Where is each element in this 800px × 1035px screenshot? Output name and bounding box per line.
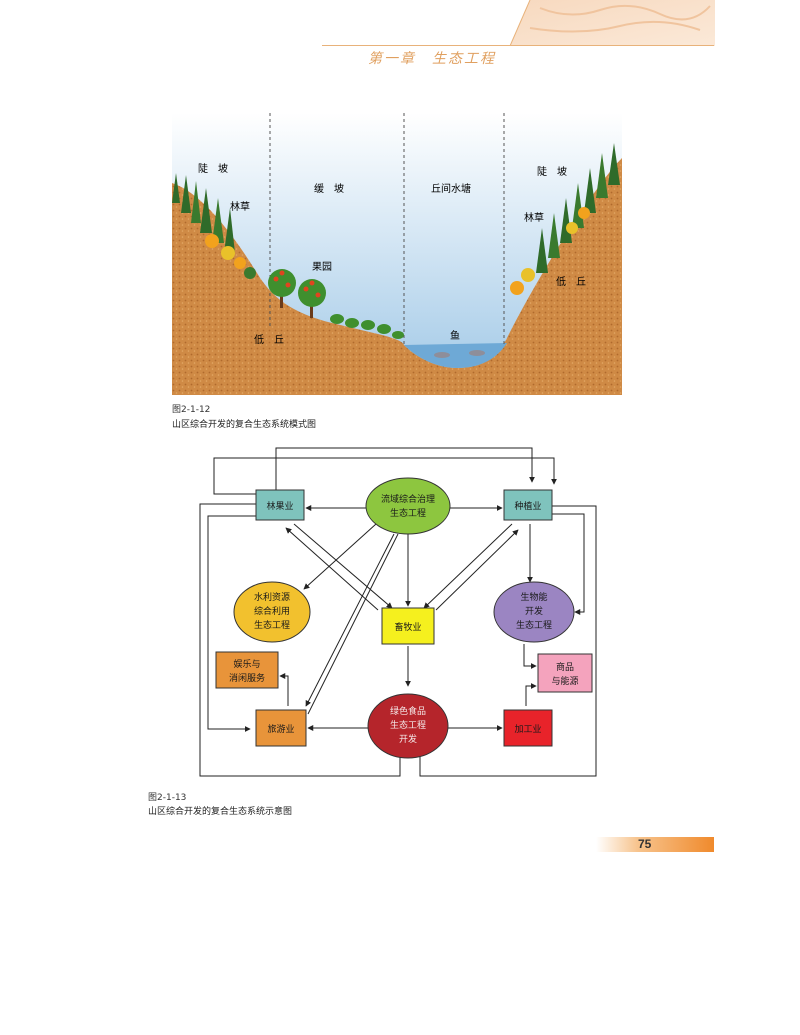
orchard-icon	[268, 269, 326, 318]
node-tourism-box	[255, 709, 307, 747]
node-watershed-shape	[365, 477, 451, 535]
node-goods-energy: 商品 与能源	[537, 653, 593, 693]
node-planting-box	[503, 489, 553, 521]
node-bioenergy-line3: 生态工程	[516, 619, 552, 631]
node-bioenergy-shape	[493, 581, 575, 643]
node-water-line2: 综合利用	[254, 605, 290, 617]
node-livestock: 畜牧业	[381, 607, 435, 645]
figure-1-number: 图2-1-12	[172, 405, 211, 415]
label-forest-grass-right: 林草	[524, 211, 544, 224]
label-steep-slope-left: 陡 坡	[198, 162, 228, 175]
node-bioenergy-line1: 生物能	[520, 591, 547, 603]
node-water-resources: 水利资源 综合利用 生态工程	[233, 581, 311, 643]
node-water-line3: 生态工程	[254, 619, 290, 631]
label-fish: 鱼	[450, 329, 460, 342]
node-forestry: 林果业	[255, 489, 305, 521]
node-livestock-box	[381, 607, 435, 645]
node-green-food: 绿色食品 生态工程 开发	[367, 693, 449, 759]
label-forest-grass-left: 林草	[230, 200, 250, 213]
node-planting: 种植业	[503, 489, 553, 521]
figure-2-number: 图2-1-13	[148, 793, 187, 803]
node-water-shape	[233, 581, 311, 643]
node-green-food-line2: 生态工程	[390, 719, 426, 731]
node-entertainment-line2: 消闲服务	[229, 672, 265, 684]
node-watershed-line2: 生态工程	[390, 507, 426, 519]
ecosystem-diagram: 林果业 流域综合治理 生态工程 种植业 水利资源 综合利用 生态工程 畜牧业 生…	[199, 447, 597, 777]
node-processing-box	[503, 709, 553, 747]
node-goods-box	[537, 653, 593, 693]
node-bioenergy: 生物能 开发 生态工程	[493, 581, 575, 643]
node-tourism-label: 旅游业	[267, 723, 294, 735]
node-forestry-box	[255, 489, 305, 521]
node-processing: 加工业	[503, 709, 553, 747]
node-goods-line2: 与能源	[551, 675, 578, 687]
node-processing-label: 加工业	[514, 724, 541, 735]
node-watershed-line1: 流域综合治理	[381, 493, 435, 505]
label-steep-slope-right: 陡 坡	[537, 165, 567, 178]
node-entertainment-box	[215, 651, 279, 689]
right-forest-icon	[510, 143, 620, 295]
left-forest-icon	[172, 173, 256, 279]
node-tourism: 旅游业	[255, 709, 307, 747]
node-watershed: 流域综合治理 生态工程	[365, 477, 451, 535]
page-number-tab	[596, 837, 714, 852]
chapter-title: 第一章 生态工程	[368, 51, 496, 67]
node-water-line1: 水利资源	[254, 591, 290, 603]
figure-1-caption: 山区综合开发的复合生态系统模式图	[172, 420, 317, 430]
label-orchard: 果园	[312, 261, 332, 273]
node-planting-label: 种植业	[514, 500, 541, 512]
label-low-hill-left: 低 丘	[254, 333, 284, 346]
landscape-illustration: 陡 坡 林草 缓 坡 果园 丘间水塘 鱼 陡 坡 林草 低 丘 低 丘	[172, 113, 622, 395]
node-livestock-label: 畜牧业	[394, 621, 421, 633]
label-gentle-slope: 缓 坡	[314, 182, 344, 195]
label-low-hill-right: 低 丘	[556, 275, 586, 288]
header-decoration	[509, 0, 715, 46]
node-bioenergy-line2: 开发	[525, 605, 543, 617]
page-number: 75	[638, 837, 652, 851]
node-forestry-label: 林果业	[266, 500, 293, 512]
node-entertainment: 娱乐与 消闲服务	[215, 651, 279, 689]
figure-2-caption: 山区综合开发的复合生态系统示意图	[148, 807, 293, 817]
fish-icon	[434, 350, 485, 358]
label-hill-pond: 丘间水塘	[431, 182, 471, 195]
shrub-row-icon	[330, 314, 404, 339]
node-green-food-shape	[367, 693, 449, 759]
node-green-food-line3: 开发	[399, 733, 417, 745]
node-goods-line1: 商品	[556, 661, 574, 673]
header-rule	[322, 45, 714, 46]
node-green-food-line1: 绿色食品	[390, 705, 426, 717]
node-entertainment-line1: 娱乐与	[233, 658, 260, 670]
